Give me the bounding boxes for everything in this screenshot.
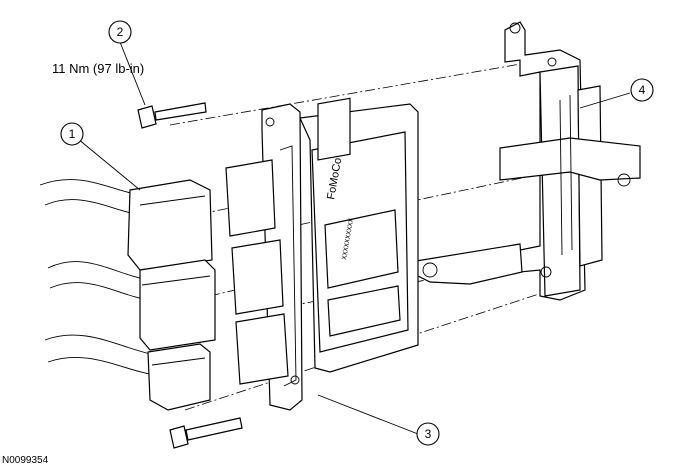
- leader-lines: [71, 41, 631, 435]
- callout-2-number: 2: [117, 25, 124, 39]
- wiring-harness: [39, 179, 216, 411]
- control-module: FoMoCo XXXXXXXXXX: [299, 97, 419, 373]
- module-faceplate: [225, 103, 303, 411]
- lower-bolt: [169, 417, 243, 449]
- upper-bolt: [137, 102, 207, 129]
- callout-1-number: 1: [69, 127, 76, 141]
- callout-3: 3: [416, 422, 440, 446]
- callout-3-number: 3: [425, 427, 432, 441]
- mounting-bracket: [409, 21, 641, 301]
- figure-id: N0099354: [2, 455, 49, 466]
- callout-1: 1: [60, 122, 84, 146]
- callout-2: 2: [108, 20, 132, 44]
- callout-4: 4: [630, 78, 654, 102]
- callout-4-number: 4: [639, 83, 646, 97]
- torque-spec: 11 Nm (97 lb-in): [52, 61, 145, 76]
